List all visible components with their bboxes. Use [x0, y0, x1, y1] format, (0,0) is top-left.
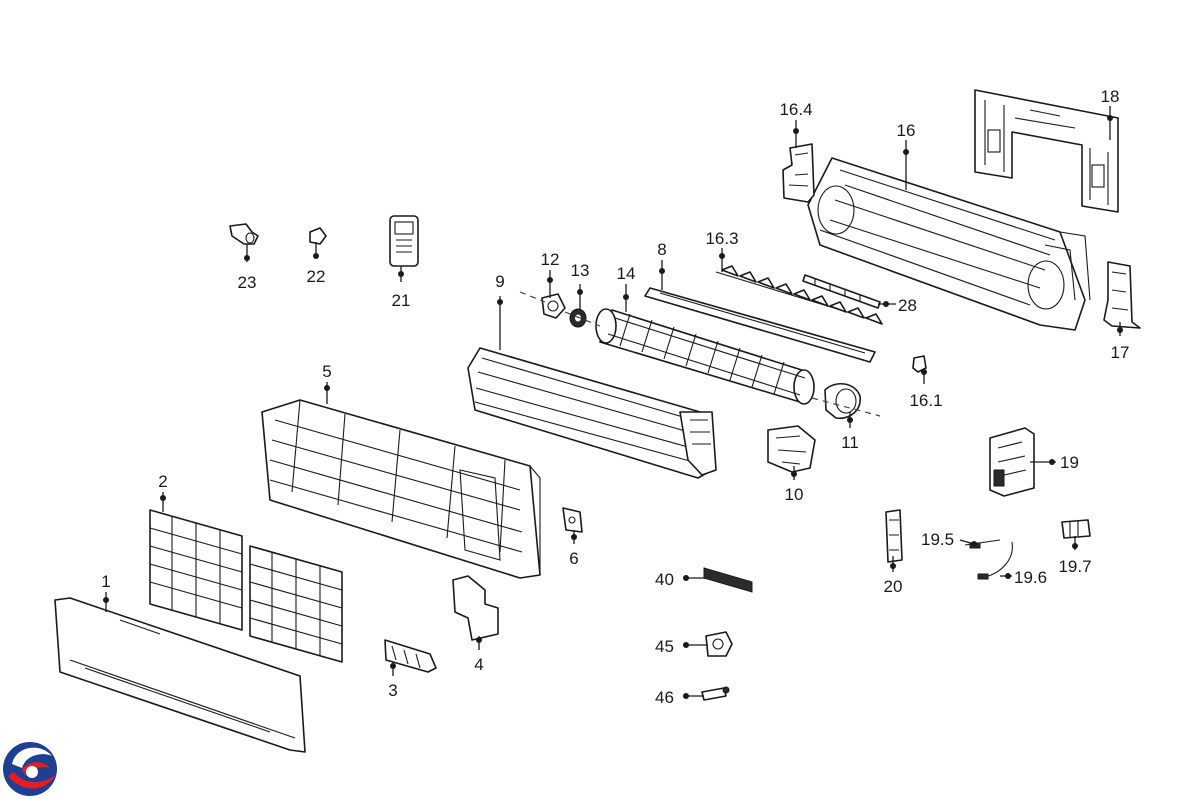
label-9: 9	[495, 272, 504, 291]
part-16-3-louvers	[715, 265, 883, 325]
callout-1: 1	[101, 572, 111, 612]
callout-45: 45	[655, 637, 708, 656]
callout-10: 10	[785, 466, 804, 504]
label-46: 46	[655, 688, 674, 707]
part-19-electrical-box	[989, 427, 1035, 497]
callout-16-4: 16.4	[779, 100, 813, 148]
label-19-7: 19.7	[1058, 557, 1091, 576]
label-4: 4	[474, 655, 483, 674]
label-3: 3	[388, 681, 397, 700]
part-19-7-terminal	[1061, 519, 1091, 539]
label-23: 23	[238, 273, 257, 292]
part-3-display-holder	[384, 639, 437, 673]
callout-9: 9	[495, 272, 505, 350]
label-28: 28	[898, 296, 917, 315]
callout-46: 46	[655, 688, 704, 707]
callout-18: 18	[1101, 87, 1120, 140]
label-1: 1	[101, 572, 110, 591]
label-5: 5	[322, 362, 331, 381]
callout-19-6: 19.6	[1000, 568, 1047, 587]
part-23-drain	[229, 223, 259, 245]
part-16-chassis	[807, 157, 1091, 331]
part-21-remote	[389, 215, 419, 267]
callout-16: 16	[897, 121, 916, 190]
label-21: 21	[392, 291, 411, 310]
callout-23: 23	[238, 244, 257, 292]
label-22: 22	[307, 267, 326, 286]
label-16-3: 16.3	[705, 229, 738, 248]
label-19-5: 19.5	[921, 530, 954, 549]
part-18-mounting-plate	[974, 89, 1119, 213]
label-16: 16	[897, 121, 916, 140]
part-19-6-sensor	[977, 541, 1013, 580]
callout-22: 22	[307, 242, 326, 286]
part-13-bushing	[569, 308, 587, 328]
label-45: 45	[655, 637, 674, 656]
callout-12: 12	[541, 250, 560, 298]
part-17-bracket	[1103, 261, 1141, 329]
part-12-bearing	[541, 293, 566, 319]
label-14: 14	[617, 264, 636, 283]
part-1-front-panel	[54, 597, 306, 753]
label-11: 11	[841, 433, 859, 452]
callout-13: 13	[571, 261, 590, 310]
label-6: 6	[569, 549, 578, 568]
part-14-fan	[595, 308, 815, 405]
part-4-cover	[452, 575, 499, 641]
callout-4: 4	[474, 636, 484, 674]
part-20-holder	[885, 509, 903, 563]
callout-20: 20	[884, 556, 903, 596]
label-40: 40	[655, 570, 674, 589]
part-22-ring	[309, 227, 327, 245]
callout-17: 17	[1111, 322, 1130, 362]
callout-14: 14	[617, 264, 636, 312]
part-5-frame	[261, 399, 541, 579]
callout-6: 6	[569, 530, 579, 568]
part-2-filter-left	[149, 509, 243, 631]
part-19-5-sensor	[964, 539, 1001, 549]
part-2-filter-right	[249, 545, 343, 663]
label-18: 18	[1101, 87, 1120, 106]
callout-3: 3	[388, 662, 398, 700]
callout-8: 8	[657, 240, 667, 290]
part-6-bracket	[562, 507, 583, 533]
label-19-6: 19.6	[1014, 568, 1047, 587]
callout-16-3: 16.3	[705, 229, 739, 272]
part-9-evaporator	[467, 347, 717, 479]
part-11-motor	[824, 383, 861, 420]
label-17: 17	[1111, 343, 1130, 362]
part-8-rail	[644, 287, 876, 363]
brand-logo-icon	[3, 742, 57, 796]
callout-40: 40	[655, 570, 706, 589]
callout-2: 2	[158, 472, 168, 512]
callout-5: 5	[322, 362, 332, 404]
label-19: 19	[1060, 453, 1079, 472]
part-10-motor-holder	[767, 425, 816, 473]
label-2: 2	[158, 472, 167, 491]
part-16-4-cover	[782, 143, 815, 203]
label-20: 20	[884, 577, 903, 596]
label-16-4: 16.4	[779, 100, 812, 119]
label-10: 10	[785, 485, 804, 504]
callout-16-1: 16.1	[909, 369, 943, 410]
part-45-connector	[705, 631, 733, 657]
label-8: 8	[657, 240, 666, 259]
label-16-1: 16.1	[909, 391, 942, 410]
part-40-strip	[703, 567, 753, 593]
callout-19-7: 19.7	[1058, 536, 1092, 576]
callout-28: 28	[878, 296, 917, 315]
callout-19-5: 19.5	[921, 530, 977, 549]
label-12: 12	[541, 250, 560, 269]
callout-21: 21	[392, 266, 411, 310]
callout-19: 19	[1030, 453, 1079, 472]
callout-11: 11	[841, 412, 859, 452]
part-28-rod	[802, 274, 881, 309]
label-13: 13	[571, 261, 590, 280]
part-46-sensor	[701, 686, 730, 701]
